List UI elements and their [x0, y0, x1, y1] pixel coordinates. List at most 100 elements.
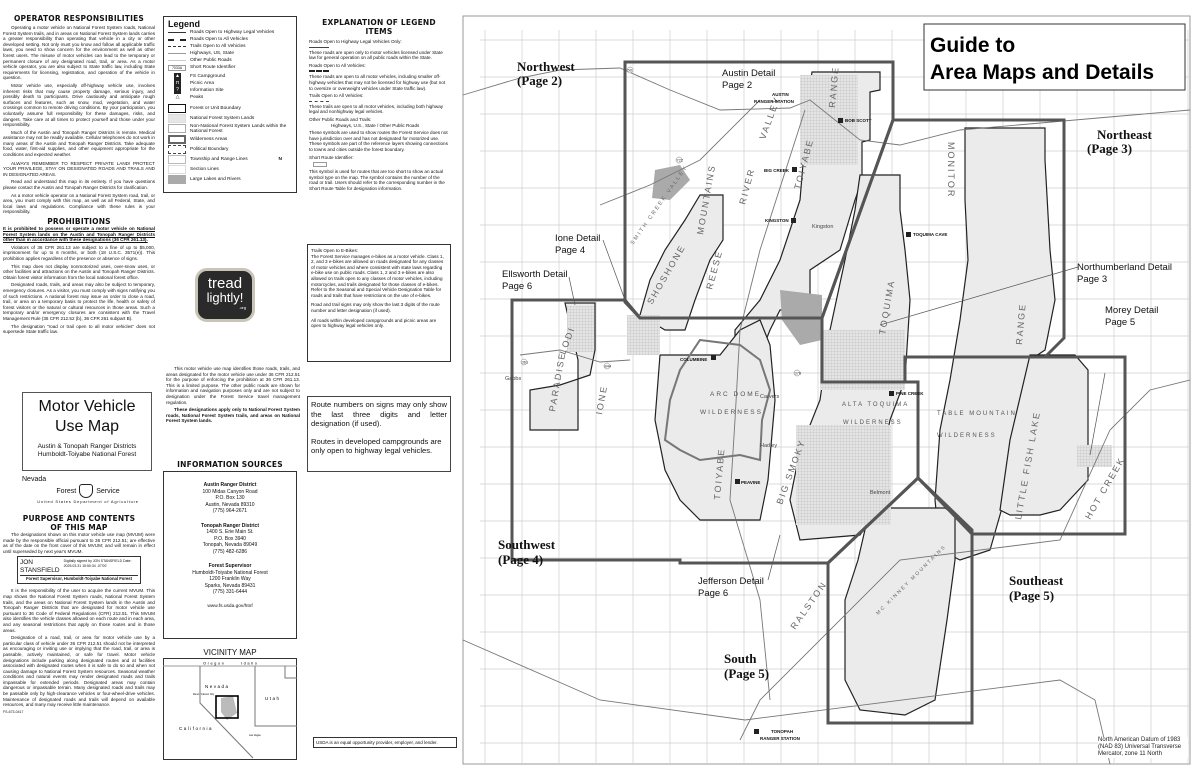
all-vehicle-trail-line: [168, 46, 186, 47]
route-shield-label: 376: [795, 371, 802, 376]
region-southwest-link[interactable]: Southwest: [498, 537, 556, 552]
smith-creek-lake: [652, 165, 690, 200]
explanation-body: These trails are open to all motor vehic…: [309, 103, 444, 115]
purpose-note-paragraph: This motor vehicle use map identifies th…: [166, 366, 300, 405]
ellsworth-detail-page[interactable]: Page 6: [502, 281, 532, 292]
legend-title: Legend: [168, 19, 201, 29]
explanation-body: Highways, U.S., State / Other Public Roa…: [331, 122, 420, 128]
gabbs-town-label: Gabbs: [505, 376, 521, 382]
explanation-head: Other Public Roads and Trails:: [309, 116, 372, 122]
tonopah-ranger-station-label: TONOPAH: [771, 729, 793, 734]
carvers-town-label: Carvers: [760, 394, 780, 400]
south-boundary: [826, 475, 974, 725]
legend-item: Roads Open to Highway Legal Vehicles: [168, 29, 292, 36]
austin-detail-link[interactable]: Austin Detail: [722, 68, 775, 79]
explanation-column: EXPLANATION OF LEGEND ITEMS Roads Open t…: [309, 18, 449, 238]
explanation-body: These roads are open only to motor vehic…: [309, 49, 443, 61]
office-line: (775) 964-2671: [212, 508, 248, 514]
jefferson-detail-page[interactable]: Page 6: [698, 588, 728, 599]
wilderness-label: WILDERNESS: [937, 433, 997, 439]
ebikes-box: Trails Open to E-Bikes: The Forest Servi…: [307, 244, 451, 362]
northumberland-detail-link[interactable]: Northumberland Detail: [1077, 262, 1172, 273]
explanation-item: Short Route Identifier:This symbol is us…: [309, 155, 449, 192]
office-name: Austin Ranger District: [203, 482, 257, 488]
northumberland-detail-page[interactable]: Page 3: [1077, 274, 1107, 285]
purpose-note-paragraph: These designations apply only to Nationa…: [166, 407, 300, 424]
cover-subtitle: Austin & Tonopah Ranger Districts Humbol…: [23, 443, 151, 459]
cover-title-box: Motor Vehicle Use Map Austin & Tonopah R…: [22, 392, 152, 471]
form-id: FS-673-0417: [3, 709, 24, 714]
vicinity-title: VICINITY MAP: [203, 648, 257, 657]
project-area-box: [215, 695, 239, 719]
purpose-title-line: PURPOSE AND CONTENTS: [22, 514, 136, 523]
region-northeast-link[interactable]: Northeast: [1097, 127, 1153, 142]
jefferson-leader: [767, 534, 781, 581]
explanation-item: Trails Open to All Vehicles:These trails…: [309, 93, 449, 115]
legend-box: Legend Roads Open to Highway Legal Vehic…: [163, 16, 297, 193]
info-sources-title: INFORMATION SOURCES: [177, 460, 283, 469]
prohibitions-paragraph: The designation "road or trail open to a…: [3, 323, 155, 335]
vicinity-label: California: [179, 726, 213, 731]
legend-label: Political Boundary: [190, 146, 229, 152]
region-southwest-page[interactable]: (Page 4): [498, 552, 543, 567]
austin-detail-page[interactable]: Page 2: [722, 80, 752, 91]
austin-ranger-station-label: AUSTIN: [772, 92, 789, 97]
ione-detail-link[interactable]: Ione Detail: [555, 233, 600, 244]
public-road-line: [168, 60, 186, 61]
highway-line: [168, 53, 186, 54]
operator-paragraph: Much of the Austin and Tonopah Ranger Di…: [3, 129, 155, 158]
austin-ranger-station-label: RANGER STATION: [754, 99, 794, 104]
explanation-item: Other Public Roads and Trails:Highways, …: [309, 117, 449, 128]
austin-detail-area: [800, 75, 858, 165]
usfs-shield-icon: [79, 484, 94, 498]
route-note-box: Route numbers on signs may only show the…: [307, 396, 451, 472]
all-vehicle-road-line: [168, 38, 186, 41]
office-name: Forest Supervisor: [208, 563, 252, 569]
route-note-paragraph: Route numbers on signs may only show the…: [311, 400, 447, 428]
explanation-body: These roads are open to all motor vehicl…: [309, 74, 446, 91]
office-line: Sparks, Nevada 89431: [204, 582, 256, 589]
morey-detail-link[interactable]: Morey Detail: [1105, 305, 1158, 316]
explanation-title: EXPLANATION OF LEGEND ITEMS: [322, 18, 436, 36]
vicinity-label: Idaho: [241, 661, 259, 666]
ellsworth-detail-link[interactable]: Ellsworth Detail: [502, 269, 567, 280]
prohibitions-paragraph: Designated roads, trails, and areas may …: [3, 282, 155, 321]
cover-title-line: Motor Vehicle: [38, 398, 136, 415]
region-northwest-link[interactable]: Northwest: [517, 59, 575, 74]
usda-note: USDA is an equal opportunity provider, e…: [313, 737, 457, 748]
jefferson-detail-area: [796, 425, 891, 525]
route-shields: 50 376 361 844 722: [520, 66, 802, 377]
region-south-page[interactable]: (Page 5): [724, 666, 769, 681]
region-northeast-page[interactable]: (Page 3): [1087, 141, 1132, 156]
region-northwest-page[interactable]: (Page 2): [517, 73, 562, 88]
campground-icon: [791, 218, 796, 223]
ione-detail-page[interactable]: Page 4: [555, 245, 585, 256]
jefferson-detail-link[interactable]: Jefferson Detail: [698, 576, 764, 587]
usda-text: United States Department of Agriculture: [37, 499, 139, 504]
information-icon: ?: [174, 87, 181, 94]
office-line: Humboldt-Toiyabe National Forest: [192, 569, 268, 576]
township-swatch: [168, 154, 186, 164]
legend-item: Wilderness Areas: [168, 134, 292, 144]
ione-detail-area: [627, 315, 660, 355]
region-southeast-link[interactable]: Southeast: [1009, 573, 1064, 588]
legend-item: Roads Open to All Vehicles: [168, 36, 292, 43]
website-link[interactable]: www.fs.usda.gov/htnf: [207, 603, 253, 609]
region-south-link[interactable]: South: [724, 651, 757, 666]
campground-icon: [906, 232, 911, 237]
morey-detail-page[interactable]: Page 5: [1105, 317, 1135, 328]
agency-service: Service: [96, 487, 120, 495]
legend-label: Peaks: [190, 95, 204, 100]
purpose-note: This motor vehicle use map identifies th…: [166, 366, 300, 458]
wilderness-label: WILDERNESS: [843, 420, 903, 426]
nfs-lands-swatch: [168, 113, 186, 123]
short-route-sample: 7033A: [168, 64, 186, 71]
ebikes-paragraph: All roads within developed campgrounds a…: [311, 317, 437, 329]
lakes-swatch: [168, 174, 186, 184]
political-boundary-swatch: [168, 144, 186, 154]
operator-paragraph: Motor vehicle use, especially off-highwa…: [3, 82, 155, 128]
region-southeast-page[interactable]: (Page 5): [1009, 588, 1054, 603]
legend-label: FS Campground: [190, 74, 226, 79]
